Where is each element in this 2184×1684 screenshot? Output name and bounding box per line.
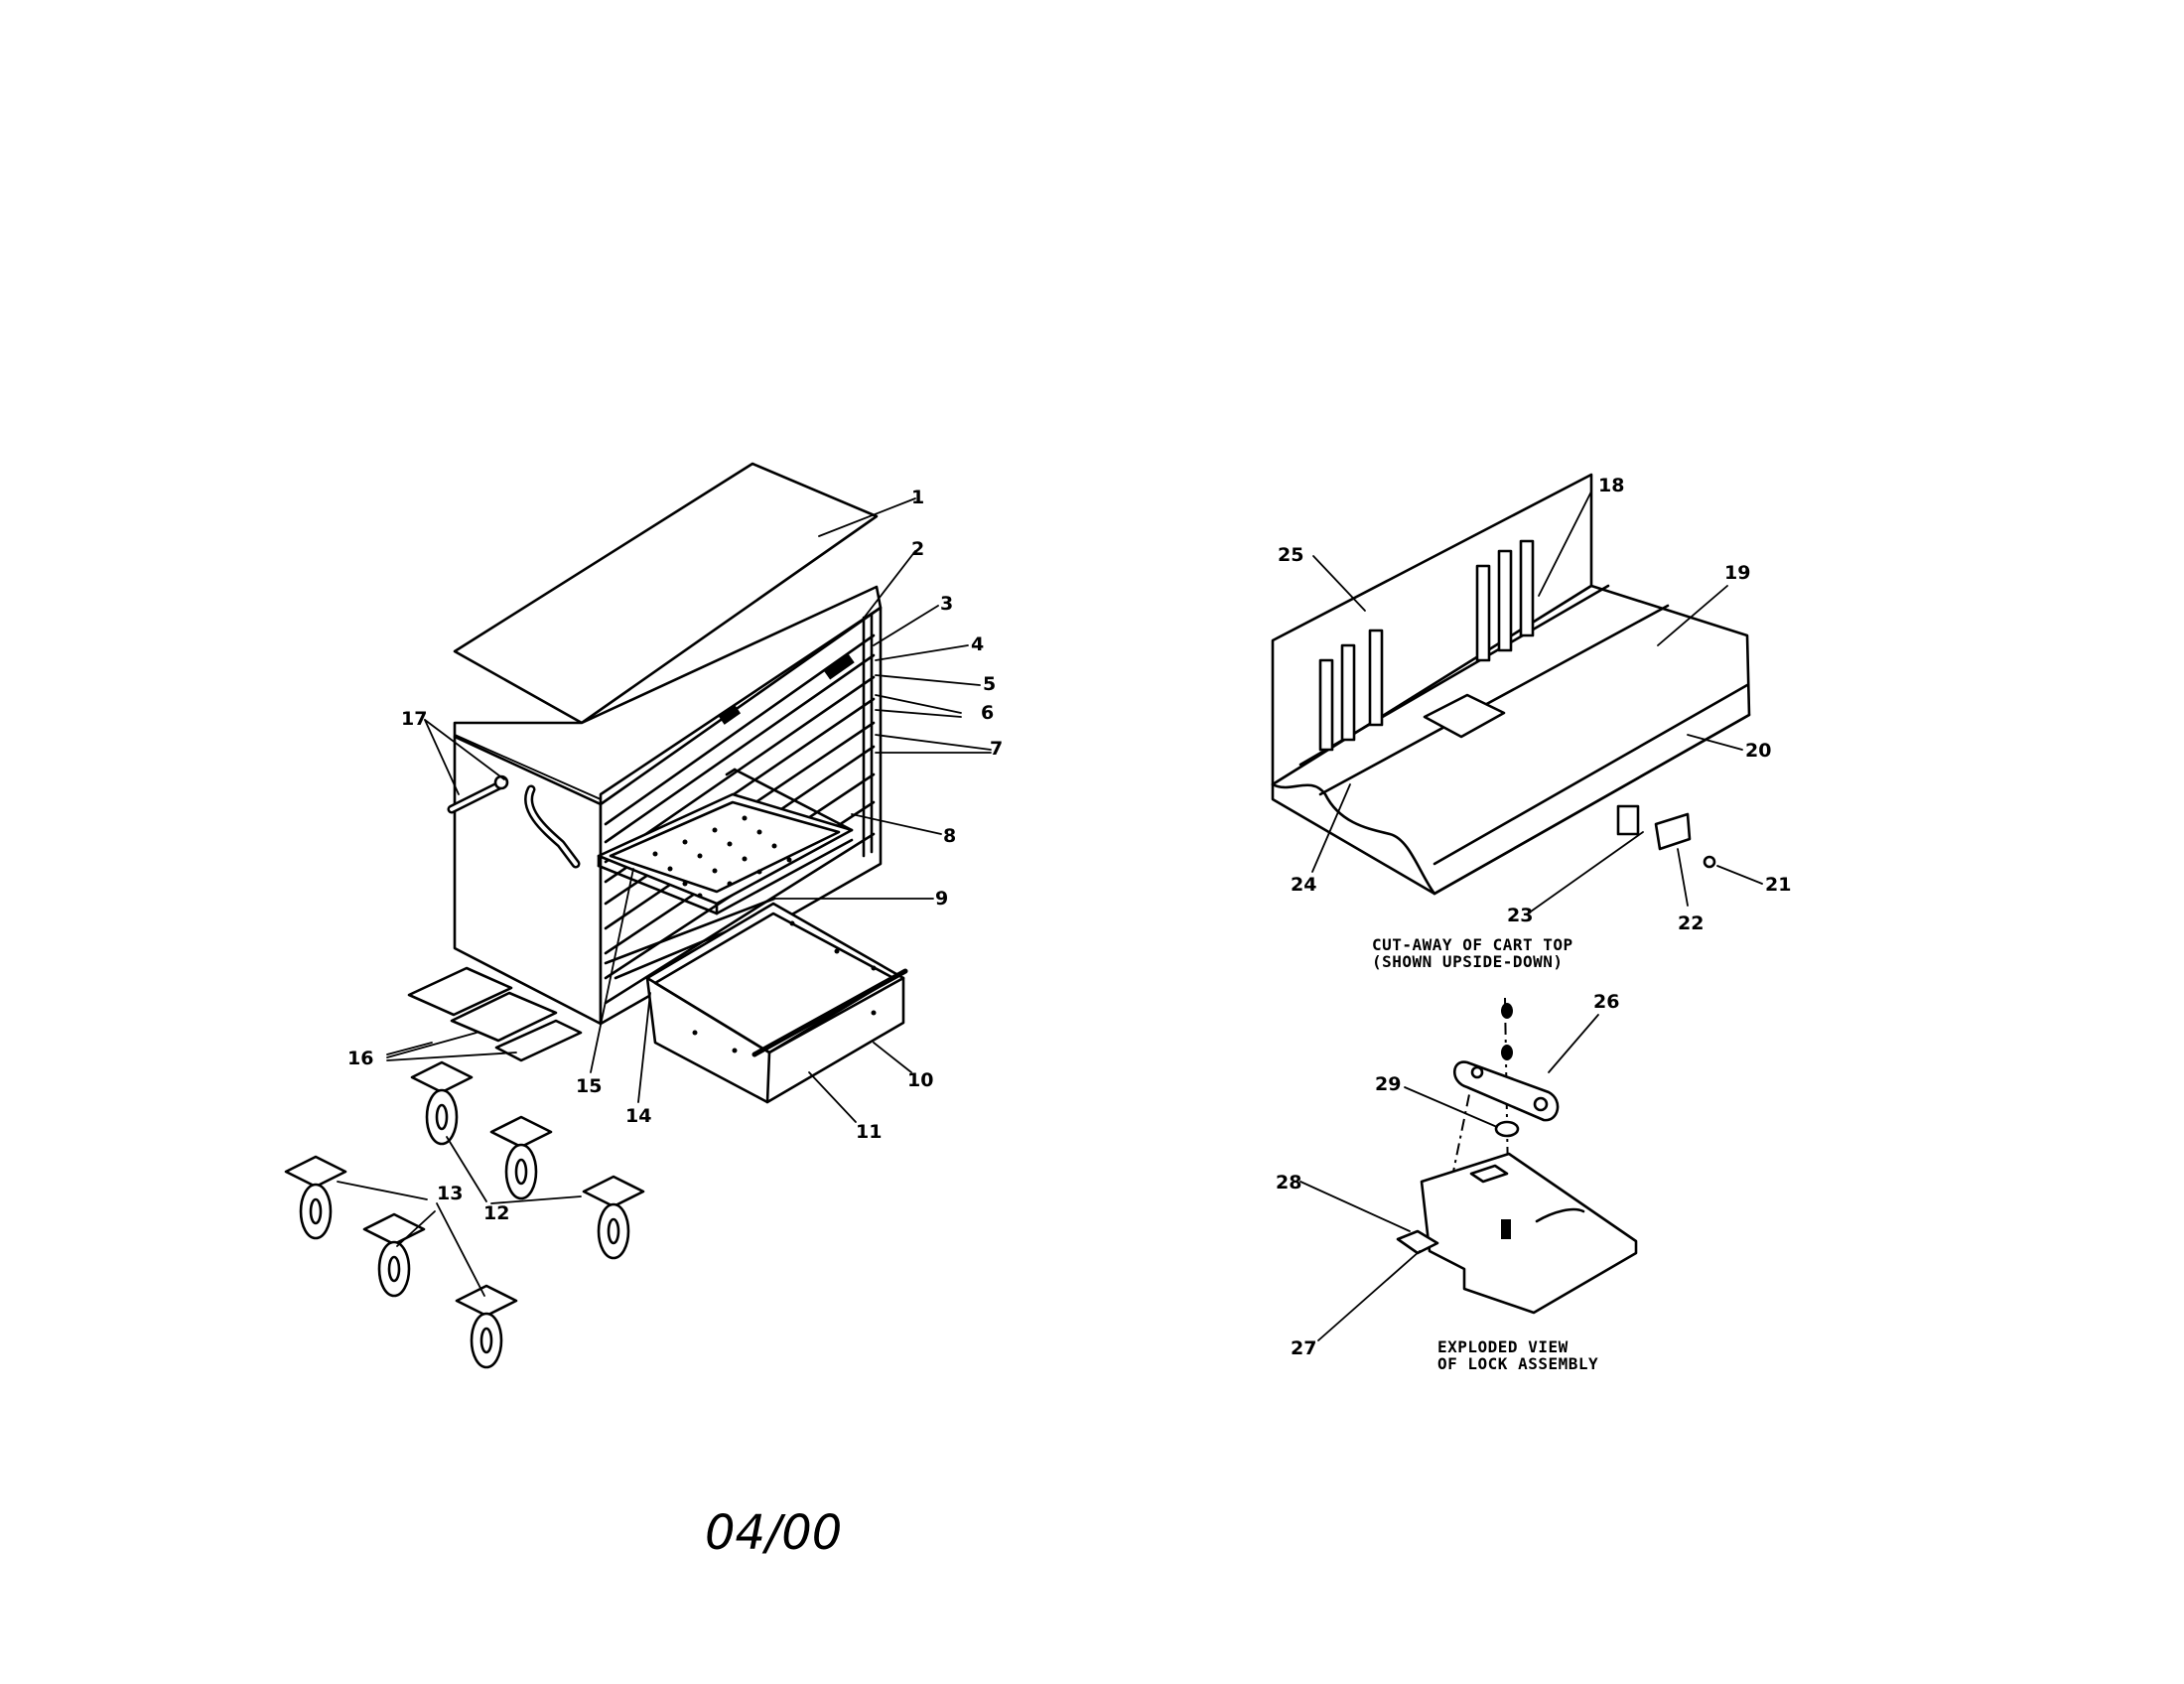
date-code: 04/00: [705, 1505, 842, 1561]
top-mat: [453, 462, 879, 725]
callout-3: 3: [940, 593, 953, 615]
pulled-drawer-tray: [597, 768, 854, 915]
lock-assembly: [1396, 997, 1638, 1315]
caster-12c: [582, 1175, 645, 1260]
callout-6: 6: [981, 702, 994, 724]
callout-7: 7: [990, 738, 1003, 760]
drawer-handle: [751, 968, 908, 1057]
callout-25: 25: [1278, 544, 1303, 566]
floor-mats: [407, 966, 583, 1062]
leader-lines: [337, 491, 1763, 1341]
caption-lock-line2: OF LOCK ASSEMBLY: [1437, 1354, 1598, 1373]
caster-wheels: [284, 1060, 645, 1369]
callout-8: 8: [943, 825, 956, 847]
callout-14: 14: [625, 1105, 651, 1127]
callout-19: 19: [1724, 562, 1750, 584]
callout-16: 16: [347, 1048, 373, 1069]
callout-26: 26: [1593, 991, 1619, 1013]
caster-12b: [489, 1115, 553, 1200]
callout-labels: 1 2 3 4 5 6 7 8 9 10 11 12 13 14 15 16 1…: [347, 475, 1791, 1359]
callout-17: 17: [401, 708, 427, 730]
open-drawer: [645, 902, 908, 1104]
caption-cart-top-line2: (SHOWN UPSIDE-DOWN): [1372, 952, 1564, 971]
latch-parts: [1616, 804, 1716, 869]
callout-10: 10: [907, 1069, 933, 1091]
side-handle: [447, 774, 581, 869]
callout-5: 5: [983, 673, 996, 695]
callout-27: 27: [1291, 1337, 1316, 1359]
drawer-slide-upper: [604, 897, 776, 965]
lock-cam: [1452, 1060, 1560, 1122]
callout-15: 15: [576, 1075, 602, 1097]
callout-20: 20: [1745, 740, 1771, 762]
caster-12a: [410, 1060, 474, 1146]
caster-13a: [284, 1155, 347, 1240]
caption-cart-top-line1: CUT-AWAY OF CART TOP: [1372, 935, 1573, 954]
callout-1: 1: [911, 487, 924, 508]
callout-12: 12: [483, 1202, 509, 1224]
callout-2: 2: [911, 538, 924, 560]
callout-11: 11: [856, 1121, 882, 1143]
callout-24: 24: [1291, 874, 1316, 896]
callout-28: 28: [1276, 1172, 1301, 1193]
caster-13c: [455, 1284, 518, 1369]
caster-13b: [362, 1212, 426, 1298]
callout-18: 18: [1598, 475, 1624, 496]
callout-22: 22: [1678, 912, 1704, 934]
lock-plate: [1420, 1152, 1638, 1315]
callout-9: 9: [935, 888, 948, 910]
callout-4: 4: [971, 633, 984, 655]
cart-top-cutaway: [1271, 473, 1751, 896]
tool-cart-assembly: [284, 462, 908, 1369]
callout-13: 13: [437, 1183, 463, 1204]
callout-23: 23: [1507, 905, 1533, 926]
caption-lock-line1: EXPLODED VIEW: [1437, 1337, 1569, 1356]
callout-21: 21: [1765, 874, 1791, 896]
callout-29: 29: [1375, 1073, 1401, 1095]
hinge-brackets: [1318, 539, 1535, 752]
